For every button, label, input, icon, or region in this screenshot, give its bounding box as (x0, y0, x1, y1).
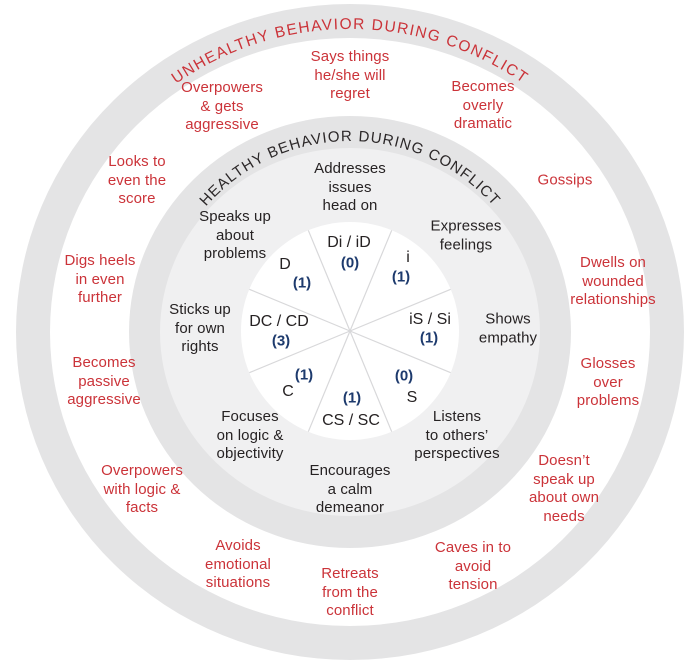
wedge-divider (249, 288, 351, 332)
unhealthy-label-doesnt-speak-up: Doesn’t speak up about own needs (528, 451, 600, 525)
unhealthy-label-avoids-emotional: Avoids emotional situations (205, 537, 271, 592)
wedge-divider (249, 330, 351, 374)
wedge-style-c: C (282, 383, 294, 400)
wedge-count-c: (1) (294, 366, 314, 384)
wedge-style-cs-sc: CS / SC (322, 412, 380, 429)
wedge-style-is-si: iS / Si (409, 311, 451, 328)
unhealthy-label-digs-heels: Digs heels in even further (64, 252, 136, 307)
wedge-style-d: D (279, 256, 291, 273)
unhealthy-label-overpowers-aggressive: Overpowers & gets aggressive (181, 79, 263, 134)
wedge-style-dc-cd: DC / CD (249, 313, 309, 330)
healthy-label-speaks-up: Speaks up about problems (199, 208, 271, 263)
healthy-label-addresses: Addresses issues head on (314, 160, 386, 215)
wedge-count-i: (1) (391, 268, 411, 286)
unhealthy-label-passive-aggressive: Becomes passive aggressive (67, 354, 141, 409)
unhealthy-label-says-things: Says things he/she will regret (310, 48, 390, 103)
wedge-style-i: i (406, 249, 410, 266)
healthy-label-listens: Listens to others’ perspectives (414, 408, 500, 463)
wedge-count-cs-sc: (1) (342, 389, 362, 407)
unhealthy-label-overpowers-logic: Overpowers with logic & facts (101, 462, 183, 517)
healthy-label-shows-empathy: Shows empathy (478, 310, 538, 346)
wedge-count-s: (0) (394, 367, 414, 385)
healthy-label-expresses: Expresses feelings (430, 217, 502, 253)
unhealthy-label-gossips: Gossips (537, 171, 593, 189)
unhealthy-label-caves-in: Caves in to avoid tension (434, 539, 512, 594)
wedge-divider (307, 330, 351, 432)
wedge-count-d: (1) (292, 274, 312, 292)
wedge-dividers (249, 230, 451, 432)
wedge-count-di-id: (0) (340, 254, 360, 272)
unhealthy-label-becomes-dramatic: Becomes overly dramatic (451, 78, 515, 133)
healthy-label-focuses: Focuses on logic & objectivity (216, 408, 284, 463)
healthy-label-sticks-up: Sticks up for own rights (169, 301, 231, 356)
wedge-divider (349, 330, 451, 374)
wedge-divider (349, 330, 393, 432)
wedge-count-dc-cd: (3) (271, 332, 291, 350)
wedge-style-di-id: Di / iD (327, 234, 371, 251)
unhealthy-label-retreats: Retreats from the conflict (321, 565, 379, 620)
wedge-divider (349, 288, 451, 332)
unhealthy-label-glosses: Glosses over problems (576, 355, 640, 410)
healthy-label-encourages: Encourages a calm demeanor (309, 462, 391, 517)
wedge-divider (307, 230, 351, 332)
wedge-divider (349, 230, 393, 332)
unhealthy-label-looks-to-even: Looks to even the score (107, 153, 167, 208)
wedge-style-s: S (406, 389, 418, 406)
wedge-count-is-si: (1) (419, 329, 439, 347)
unhealthy-label-dwells: Dwells on wounded relationships (570, 254, 656, 309)
